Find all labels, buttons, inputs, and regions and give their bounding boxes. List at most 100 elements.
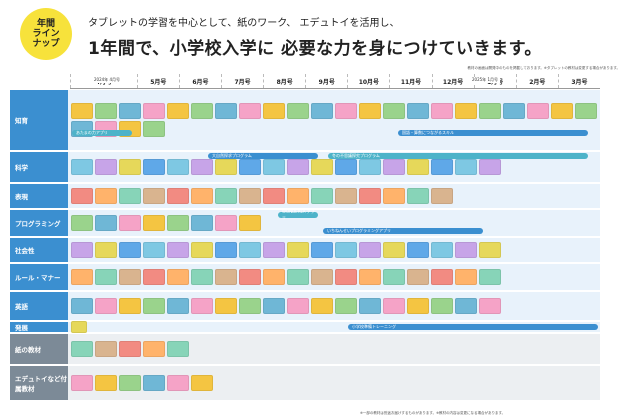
material-thumbnail	[431, 298, 453, 314]
material-thumbnail	[383, 298, 405, 314]
material-thumbnail	[431, 269, 453, 285]
material-thumbnail	[311, 269, 333, 285]
top-note: 教材の画面は開発中のものを掲載しております。※タブレットの教材は変更する場合があ…	[467, 66, 620, 70]
material-thumbnail	[335, 188, 357, 204]
material-thumbnail	[359, 159, 381, 175]
row-body-eigo	[68, 292, 600, 320]
material-thumbnail	[311, 103, 333, 119]
material-thumbnail	[263, 188, 285, 204]
material-thumbnail	[167, 188, 189, 204]
material-thumbnail	[287, 103, 309, 119]
material-thumbnail	[383, 188, 405, 204]
month-9: 12月号	[431, 74, 474, 88]
material-thumbnail	[335, 269, 357, 285]
material-thumbnail	[71, 215, 93, 231]
row-edutoy: エデュトイなど付属教材	[10, 366, 600, 400]
material-thumbnail	[479, 103, 501, 119]
material-thumbnail	[215, 269, 237, 285]
row-body-programming: WONDERLA アプリいちねんせいプログラミングアプリ	[68, 209, 600, 236]
material-thumbnail	[215, 215, 237, 231]
material-thumbnail	[455, 242, 477, 258]
row-label-kagaku: 科学	[10, 152, 68, 182]
material-thumbnail	[263, 298, 285, 314]
material-thumbnail	[95, 375, 117, 391]
material-thumbnail	[143, 188, 165, 204]
material-thumbnail	[431, 188, 453, 204]
material-thumbnail	[95, 215, 117, 231]
material-thumbnail	[71, 188, 93, 204]
material-thumbnail	[239, 242, 261, 258]
material-thumbnail	[71, 242, 93, 258]
month-header: 4月号5月号6月号7月号8月号9月号10月号11月号12月号1月号2月号3月号	[70, 74, 600, 89]
material-thumbnail	[71, 269, 93, 285]
material-thumbnail	[455, 298, 477, 314]
material-thumbnail	[239, 215, 261, 231]
material-thumbnail	[359, 242, 381, 258]
material-thumbnail	[215, 103, 237, 119]
band-hatten-band: 小学校準備トレーニング	[348, 324, 598, 330]
material-thumbnail	[239, 159, 261, 175]
material-thumbnail	[95, 242, 117, 258]
material-thumbnail	[143, 298, 165, 314]
material-thumbnail	[143, 269, 165, 285]
badge-line-3: ナップ	[32, 39, 60, 49]
material-thumbnail	[311, 242, 333, 258]
material-thumbnail	[167, 159, 189, 175]
material-thumbnail	[455, 269, 477, 285]
row-body-kami	[68, 334, 600, 364]
material-thumbnail	[71, 298, 93, 314]
material-thumbnail	[95, 103, 117, 119]
row-body-hatten: 小学校準備トレーニング	[68, 321, 600, 333]
row-chiiku: 知育あたまの力アプリ国語・算数につながるスキル	[10, 90, 600, 150]
material-thumbnail	[71, 159, 93, 175]
year-label-2025: 2025年 1月号	[470, 77, 500, 83]
material-thumbnail	[359, 103, 381, 119]
material-thumbnail	[479, 269, 501, 285]
badge-line-1: 年間	[36, 19, 55, 29]
row-body-chiiku: あたまの力アプリ国語・算数につながるスキル	[68, 90, 600, 150]
material-thumbnail	[215, 242, 237, 258]
band-prog-app: WONDERLA アプリ	[278, 209, 318, 220]
month-4: 7月号	[221, 74, 263, 88]
material-thumbnail	[359, 269, 381, 285]
footnote: ※一部の教材は別途お届けするものがあります。※教材の内容は変更になる場合がありま…	[360, 411, 506, 415]
month-6: 9月号	[305, 74, 347, 88]
material-thumbnail	[143, 121, 165, 137]
material-thumbnail	[287, 298, 309, 314]
material-thumbnail	[143, 341, 165, 357]
row-body-hyogen	[68, 184, 600, 208]
material-thumbnail	[383, 159, 405, 175]
material-thumbnail	[95, 159, 117, 175]
material-thumbnail	[167, 269, 189, 285]
band-kagaku-band1: 大自然探求プログラム	[208, 153, 318, 159]
row-kami: 紙の教材	[10, 334, 600, 364]
row-label-hyogen: 表現	[10, 184, 68, 208]
material-thumbnail	[95, 341, 117, 357]
month-2: 5月号	[136, 74, 179, 88]
material-thumbnail	[335, 242, 357, 258]
material-thumbnail	[95, 269, 117, 285]
material-thumbnail	[119, 159, 141, 175]
material-thumbnail	[119, 269, 141, 285]
material-thumbnail	[263, 159, 285, 175]
row-label-programming: プログラミング	[10, 210, 68, 236]
row-eigo: 英語	[10, 292, 600, 320]
row-body-edutoy	[68, 366, 600, 400]
year-label-2024: 2024年 4月号	[92, 77, 122, 83]
material-thumbnail	[287, 269, 309, 285]
material-thumbnail	[167, 242, 189, 258]
material-thumbnail	[383, 269, 405, 285]
material-thumbnail	[167, 215, 189, 231]
material-thumbnail	[335, 103, 357, 119]
material-thumbnail	[167, 103, 189, 119]
material-thumbnail	[359, 188, 381, 204]
material-thumbnail	[71, 321, 87, 333]
material-thumbnail	[383, 103, 405, 119]
material-thumbnail	[431, 242, 453, 258]
band-kagaku-band2: 冬の不思議探究プログラム	[328, 153, 588, 159]
material-thumbnail	[407, 298, 429, 314]
material-thumbnail	[167, 341, 189, 357]
material-thumbnail	[239, 298, 261, 314]
material-thumbnail	[119, 375, 141, 391]
material-thumbnail	[143, 215, 165, 231]
